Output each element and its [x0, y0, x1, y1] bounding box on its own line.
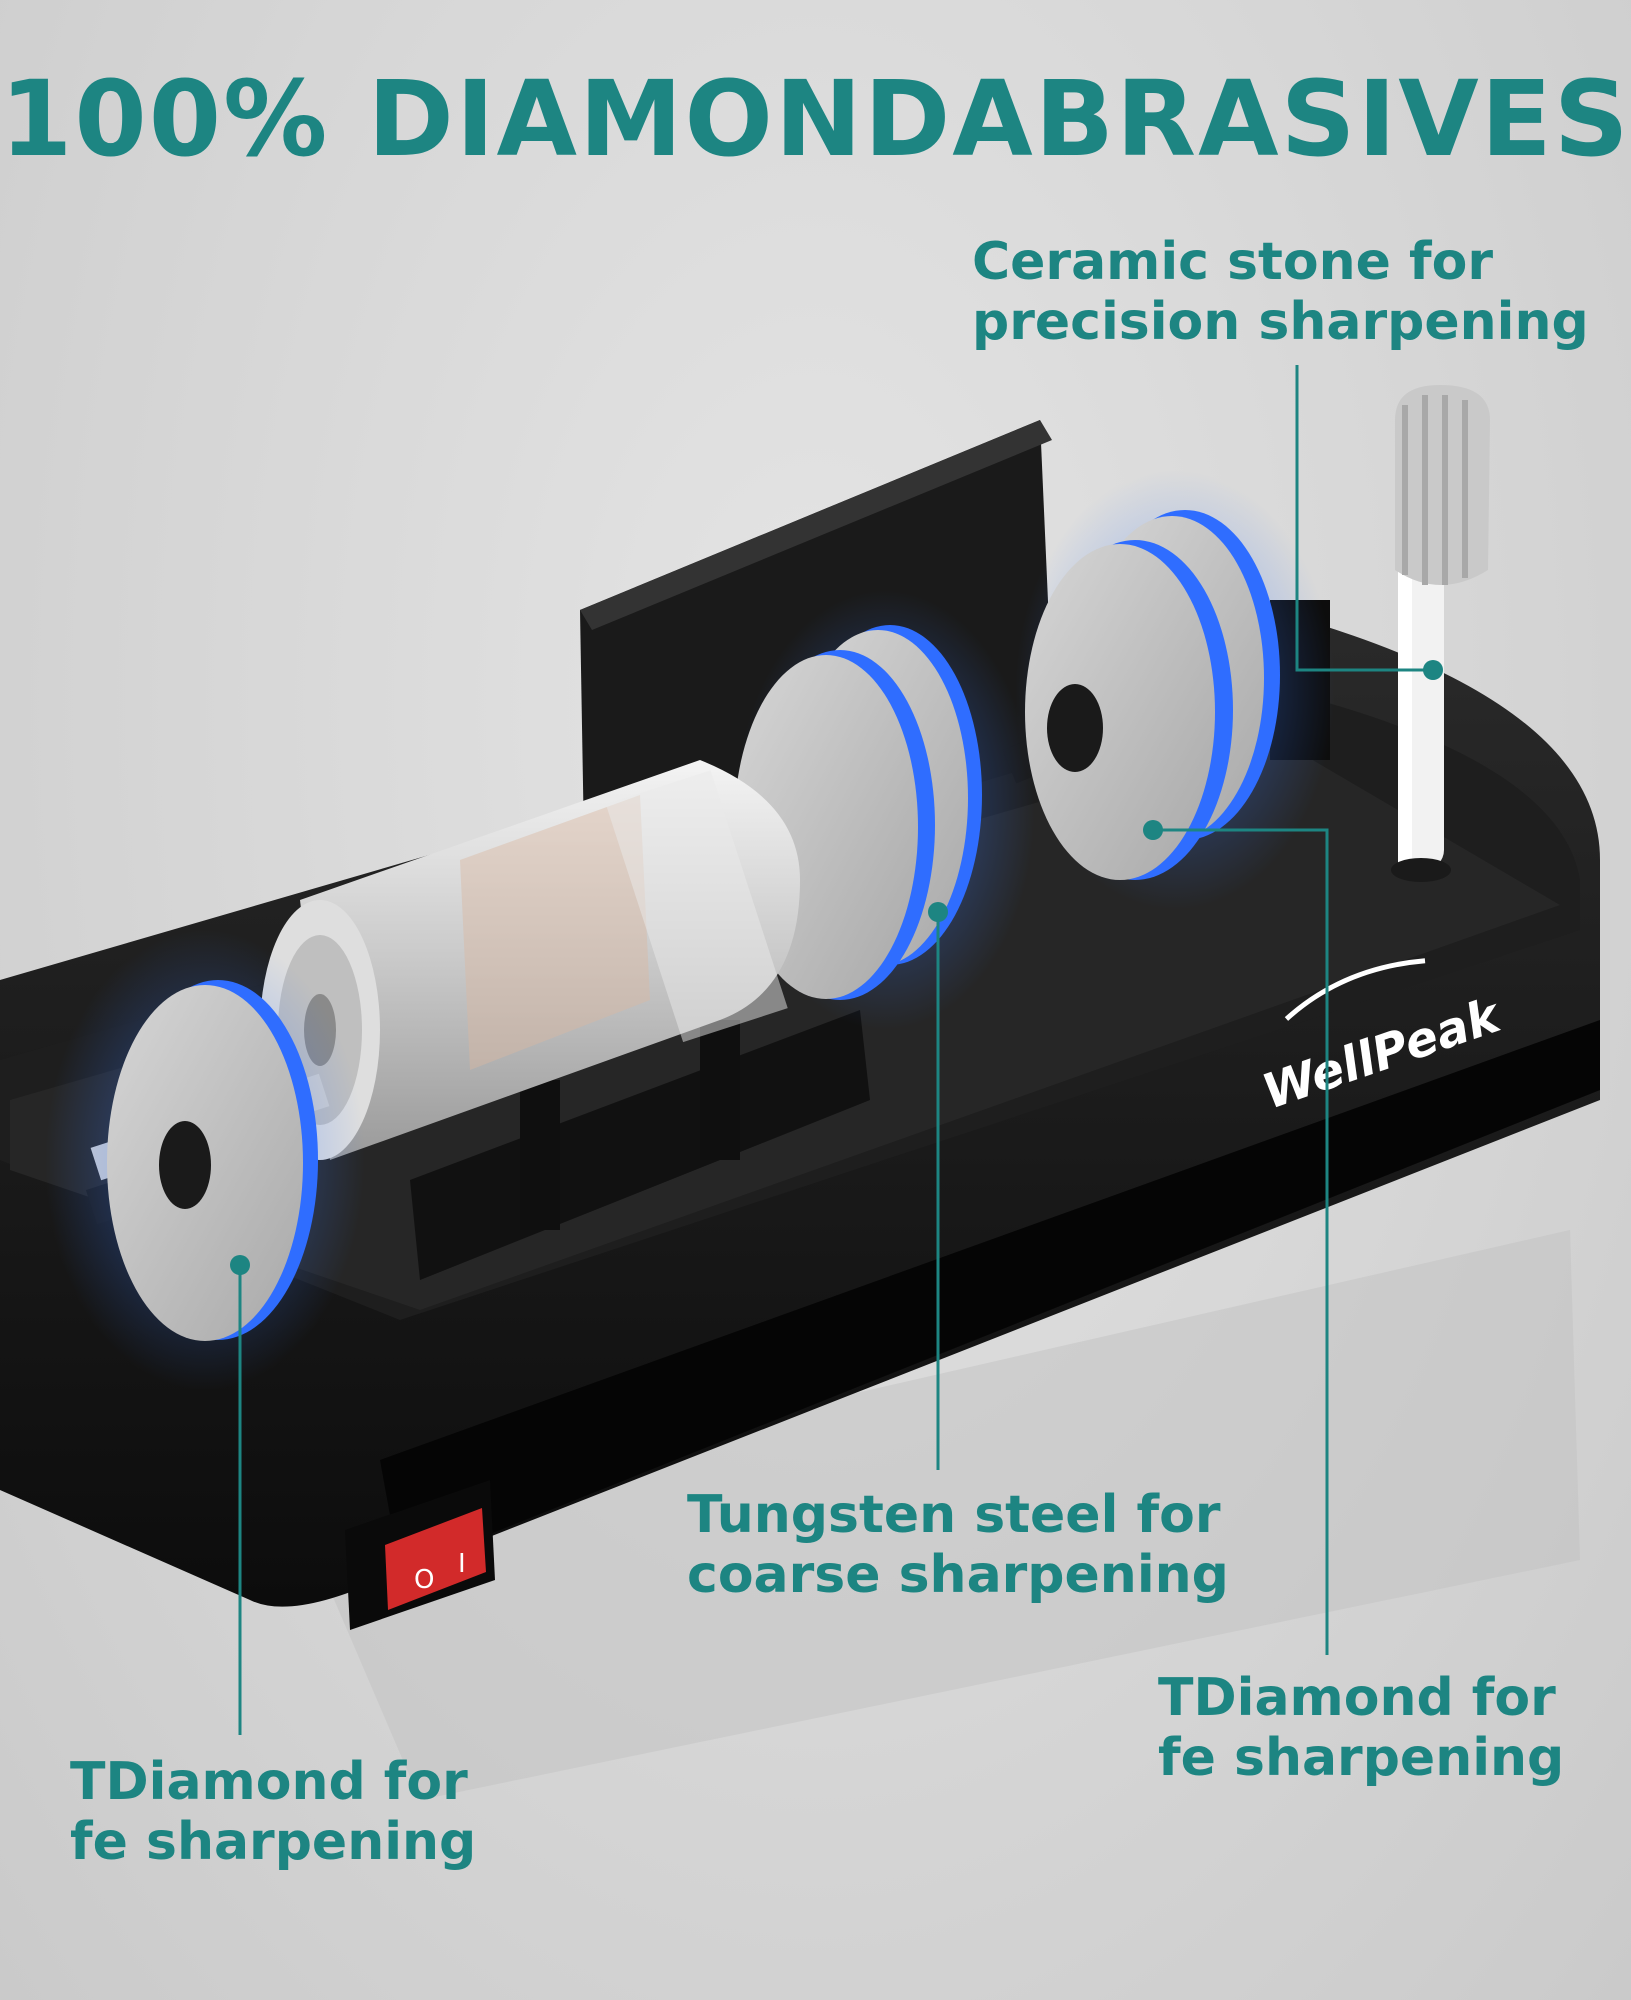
callout-tungsten-steel: Tungsten steel for coarse sharpening	[687, 1485, 1229, 1605]
headline: 100% DIAMONDABRASIVES	[0, 58, 1631, 180]
callout-tungsten-line2: coarse sharpening	[687, 1545, 1229, 1605]
callout-diamond-left-line1: TDiamond for	[70, 1752, 468, 1812]
callout-ceramic-stone: Ceramic stone for precision sharpening	[972, 232, 1589, 352]
callout-diamond-right-line1: TDiamond for	[1158, 1668, 1556, 1728]
callout-diamond-right-line2: fe sharpening	[1158, 1728, 1565, 1788]
switch-on-symbol: I	[458, 1549, 466, 1579]
callout-leaders	[230, 365, 1443, 1735]
callout-ceramic-line1: Ceramic stone for	[972, 232, 1494, 292]
callout-diamond-left-line2: fe sharpening	[70, 1812, 477, 1872]
callout-diamond-left: TDiamond for fe sharpening	[70, 1752, 476, 1872]
diamond-wheel-right	[1015, 470, 1335, 910]
dot-diamond-right	[1143, 820, 1163, 840]
dot-ceramic	[1423, 660, 1443, 680]
floor-reflection	[300, 1230, 1580, 1800]
leader-diamond-right	[1153, 828, 1329, 1655]
power-switch[interactable]: O I	[345, 1480, 495, 1630]
callout-ceramic-line2: precision sharpening	[972, 292, 1589, 352]
tungsten-wheel	[734, 590, 1035, 1030]
callout-tungsten-line1: Tungsten steel for	[687, 1485, 1221, 1545]
leader-ceramic	[1295, 365, 1433, 672]
switch-off-symbol: O	[414, 1565, 434, 1595]
dot-tungsten	[928, 902, 948, 922]
callout-diamond-right: TDiamond for fe sharpening	[1158, 1668, 1564, 1788]
dot-diamond-left	[230, 1255, 250, 1275]
diamond-wheel-left	[45, 930, 365, 1390]
